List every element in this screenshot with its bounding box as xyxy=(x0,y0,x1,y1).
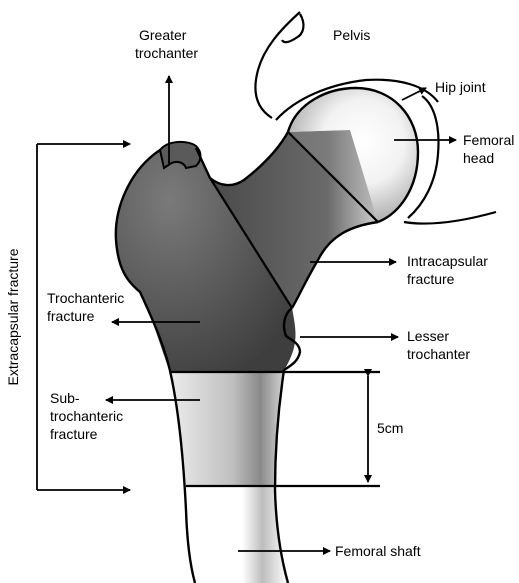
label-femoral-head: Femoral head xyxy=(463,132,518,166)
label-femoral-shaft: Femoral shaft xyxy=(335,543,421,559)
label-lesser-trochanter: Lesser trochanter xyxy=(407,328,470,362)
label-extracapsular-fracture: Extracapsular fracture xyxy=(5,248,21,385)
femoral-shaft xyxy=(186,486,288,583)
label-subtrochanteric-fracture: Sub- trochanteric fracture xyxy=(50,390,127,442)
label-greater-trochanter: Greater trochanter xyxy=(135,27,198,61)
label-hip-joint: Hip joint xyxy=(435,79,486,95)
label-trochanteric-fracture: Trochanteric fracture xyxy=(47,290,128,324)
label-intracapsular-fracture: Intracapsular fracture xyxy=(407,253,492,287)
label-5cm: 5cm xyxy=(377,420,403,436)
subtrochanteric-region xyxy=(170,372,283,486)
label-pelvis: Pelvis xyxy=(333,27,370,43)
